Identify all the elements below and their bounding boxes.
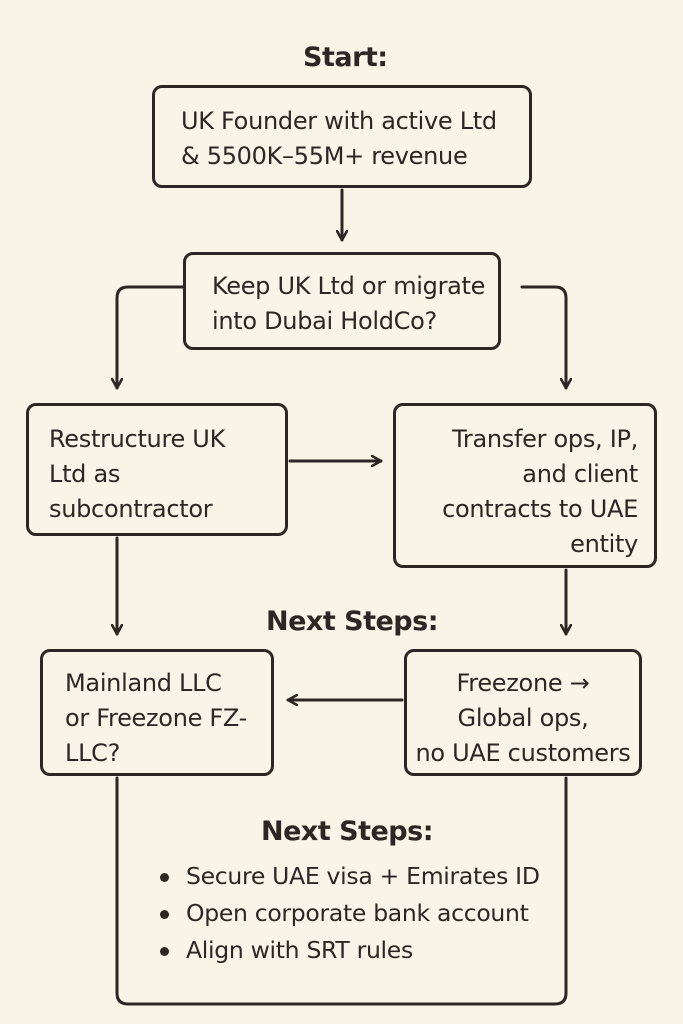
mainland-box-line: LLC? <box>65 739 121 767</box>
freezone-box-line: Global ops, <box>457 704 589 732</box>
list-item: Secure UAE visa + Emirates ID <box>160 858 540 895</box>
start-box: UK Founder with active Ltd & 5500K–55M+ … <box>152 85 532 188</box>
start-box-line: UK Founder with active Ltd <box>181 107 497 135</box>
question-box-line: Keep UK Ltd or migrate <box>212 272 486 300</box>
mainland-box: Mainland LLC or Freezone FZ- LLC? <box>40 649 274 776</box>
arrow-question-to-transfer <box>520 285 566 390</box>
start-heading: Start: <box>303 42 388 73</box>
restructure-box: Restructure UK Ltd as subcontractor <box>26 403 288 536</box>
next-steps-bracket <box>115 776 568 1006</box>
next-steps-list-heading: Next Steps: <box>261 816 434 847</box>
mainland-box-line: or Freezone FZ- <box>65 704 247 732</box>
question-box-line: into Dubai HoldCo? <box>212 307 437 335</box>
restructure-box-line: Restructure UK <box>49 425 226 453</box>
transfer-box-line: contracts to UAE <box>442 495 638 523</box>
transfer-box: Transfer ops, IP, and client contracts t… <box>393 403 657 568</box>
transfer-box-line: Transfer ops, IP, <box>452 425 638 453</box>
list-item: Align with SRT rules <box>160 932 540 969</box>
start-box-line: & 5500K–55M+ revenue <box>181 142 468 170</box>
next-steps-list: Secure UAE visa + Emirates ID Open corpo… <box>160 858 540 969</box>
transfer-box-line: and client <box>522 460 638 488</box>
freezone-box-line: no UAE customers <box>415 739 631 767</box>
arrow-question-to-restructure <box>117 285 185 390</box>
restructure-box-line: Ltd as <box>49 460 121 488</box>
question-box: Keep UK Ltd or migrate into Dubai HoldCo… <box>183 252 501 350</box>
freezone-box: Freezone → Global ops, no UAE customers <box>404 649 642 776</box>
restructure-box-line: subcontractor <box>49 495 213 523</box>
freezone-box-line: Freezone → <box>456 669 590 697</box>
list-item: Open corporate bank account <box>160 895 540 932</box>
transfer-box-line: entity <box>570 530 638 558</box>
mainland-box-line: Mainland LLC <box>65 669 222 697</box>
next-steps-heading: Next Steps: <box>266 606 439 637</box>
